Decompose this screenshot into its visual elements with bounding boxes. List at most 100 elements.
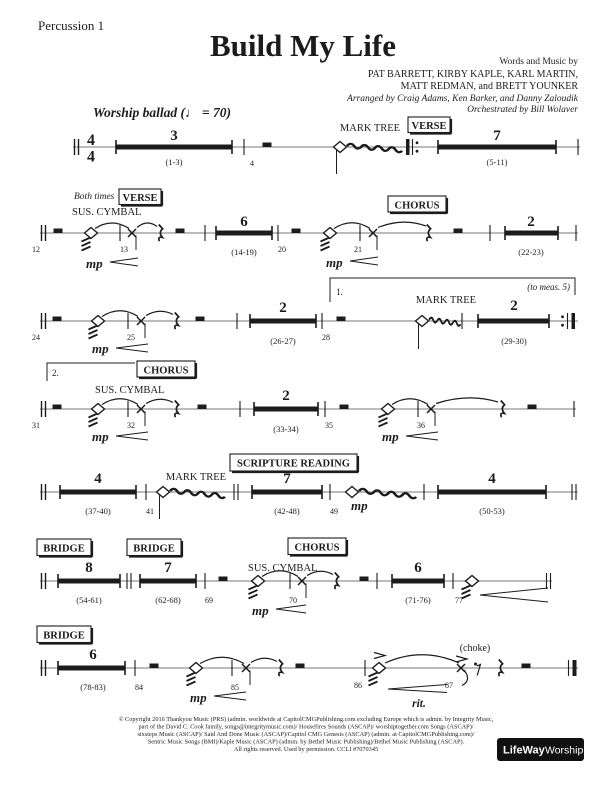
multirest-count: 2 [279, 300, 287, 316]
multirest-range: (29-30) [501, 336, 527, 346]
logo-background [497, 738, 584, 761]
ties-slurs [101, 397, 499, 406]
multirest-caps [251, 485, 323, 499]
section-label: BRIDGE [43, 631, 84, 642]
measure-number-49: 49 [330, 507, 338, 516]
multirest-14-19: 6 (14-19) [215, 214, 273, 257]
x-notehead [297, 576, 307, 599]
multirest-bar [438, 144, 556, 150]
section-label: BRIDGE [43, 544, 84, 555]
section-box-chorus-2: CHORUS [136, 360, 198, 380]
multirest-range: (42-48) [274, 506, 300, 516]
multirest-caps [249, 314, 317, 328]
credit-words-music: Words and Music by [499, 57, 578, 67]
multirest-caps [391, 574, 445, 588]
measure-number-41: 41 [146, 507, 154, 516]
both-times-text: Both times [74, 192, 115, 202]
system-2: 12 Both times VERSE SUS. CYMBAL 13 mp 6 … [32, 188, 578, 271]
page-title: Build My Life [210, 28, 396, 63]
sus-cymbal-cue: SUS. CYMBAL [72, 207, 141, 218]
multirest-bar [216, 230, 272, 236]
multirest-range: (62-68) [155, 595, 181, 605]
multirest-caps [139, 574, 197, 588]
measure-number-36: 36 [417, 421, 425, 430]
footer: © Copyright 2016 Thankyou Music (PRS) (a… [119, 716, 584, 761]
multirest-bar [392, 578, 444, 584]
multirest-count: 7 [164, 560, 172, 576]
multirest-caps [437, 485, 547, 499]
multirest-22-23: 2 (22-23) [504, 214, 559, 257]
measure-number-20: 20 [278, 245, 286, 254]
mark-tree-cue: MARK TREE [166, 472, 226, 483]
system-start-barline [40, 484, 47, 500]
multirest-range: (14-19) [231, 247, 257, 257]
measure-number-21: 21 [354, 245, 362, 254]
tremolo-slashes [247, 584, 259, 600]
first-ending-bracket [329, 277, 576, 302]
measure-number-25: 25 [127, 333, 135, 342]
section-box-scripture-reading: SCRIPTURE READING [229, 453, 360, 474]
time-signature-bottom: 4 [87, 149, 95, 166]
tempo-marking: Worship ballad (♩ = 70) [93, 105, 231, 120]
diamond-notehead [344, 485, 360, 499]
roll-wave [168, 487, 227, 500]
barlines [134, 660, 570, 676]
section-label: BRIDGE [133, 544, 174, 555]
x-notehead [136, 316, 146, 339]
multirest-33-34: 2 (33-34) [253, 388, 319, 434]
tremolo-slashes [87, 412, 99, 428]
multirest-bar [58, 665, 125, 671]
measure-number-24: 24 [32, 333, 40, 342]
dynamic-mp: mp [252, 603, 269, 618]
accent-marks [373, 651, 470, 663]
barlines [127, 401, 575, 417]
measure-number-77: 77 [455, 596, 463, 605]
section-box-verse-1: VERSE [407, 116, 453, 135]
diamond-notehead [90, 314, 106, 328]
multirest-range: (5-11) [487, 157, 508, 167]
mark-tree-cue: MARK TREE [340, 123, 400, 134]
first-ending-number: 1. [336, 287, 343, 297]
section-box-chorus-3: CHORUS [287, 537, 349, 557]
credit-writers-1: PAT BARRETT, KIRBY KAPLE, KARL MARTIN, [368, 69, 578, 80]
multirest-count: 2 [510, 298, 518, 314]
repeat-end-sign [561, 313, 575, 329]
multirest-71-76: 6 (71-76) [391, 560, 445, 605]
tremolo-slashes [367, 671, 379, 687]
multirest-caps [477, 314, 550, 328]
to-measure-text: (to meas. 5) [527, 282, 570, 292]
measure-number-13: 13 [120, 245, 128, 254]
part-name: Percussion 1 [38, 18, 104, 33]
multirest-bar [116, 144, 232, 150]
half-rest [262, 142, 272, 147]
half-rests [149, 663, 531, 668]
multirest-count: 2 [282, 388, 290, 404]
time-signature-top: 4 [87, 132, 95, 149]
multirest-37-40: 4 (37-40) [59, 471, 137, 516]
multirest-78-83: 6 (78-83) [57, 647, 126, 692]
section-label: VERSE [411, 121, 446, 132]
roll-wave [427, 316, 463, 327]
multirest-54-61: 8 (54-61) [57, 560, 121, 605]
diamond-notehead [155, 485, 171, 499]
multirest-bar [58, 578, 120, 584]
multirest-caps [437, 140, 557, 154]
multirest-caps [504, 226, 559, 240]
multirest-range: (26-27) [270, 336, 296, 346]
x-notehead [368, 228, 378, 251]
measure-number-69: 69 [205, 596, 213, 605]
multirest-bar [438, 489, 546, 495]
multirest-29-30: 2 (29-30) [477, 298, 550, 346]
system-start-barline [40, 573, 47, 589]
section-label: CHORUS [295, 543, 340, 554]
ties-slurs [101, 310, 174, 318]
x-notehead [426, 404, 436, 427]
multirest-5-11: 7 (5-11) [437, 128, 557, 167]
eighth-rest [473, 661, 482, 677]
section-label: SCRIPTURE READING [237, 459, 350, 470]
measure-number-28: 28 [322, 333, 330, 342]
multirest-count: 3 [170, 128, 178, 144]
half-rests [52, 316, 346, 321]
measure-number-35: 35 [325, 421, 333, 430]
barlines [119, 225, 577, 241]
